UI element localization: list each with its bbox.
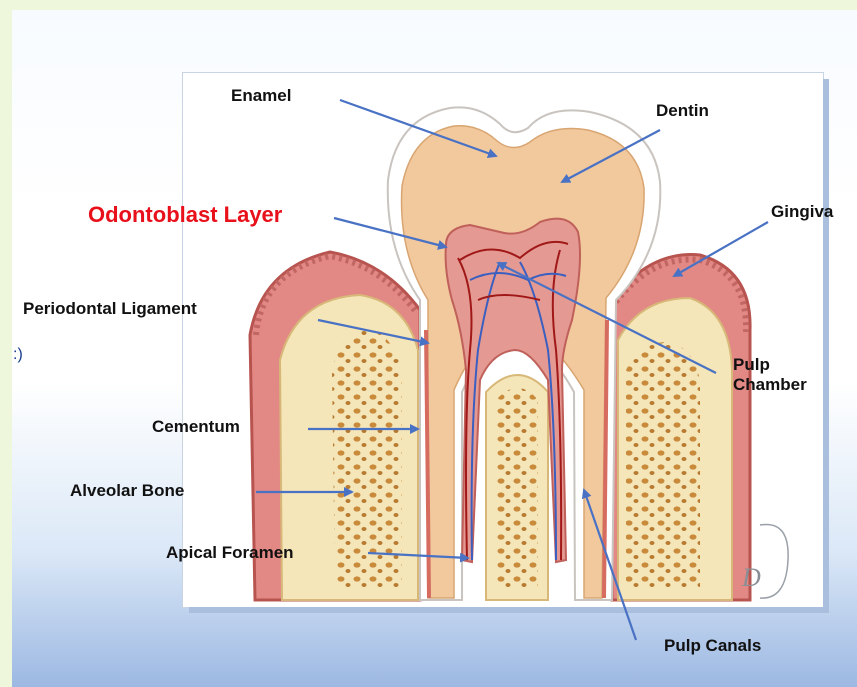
label-gingiva: Gingiva (771, 202, 833, 222)
label-cementum: Cementum (152, 417, 240, 437)
label-pulp-chamber-line1: Pulp (733, 355, 833, 375)
label-alveolar-bone: Alveolar Bone (70, 481, 184, 501)
label-dentin: Dentin (656, 101, 709, 121)
cut-off-text: :) (13, 346, 23, 364)
label-pulp-canals: Pulp Canals (664, 636, 761, 656)
interradicular-bone-spongy (496, 388, 538, 590)
alveolar-bone-right-spongy (626, 342, 700, 590)
alveolar-bone-left-spongy (332, 330, 402, 590)
label-pulp-chamber: Pulp Chamber (733, 355, 833, 395)
signature-swirl (760, 524, 788, 598)
label-apical-foramen: Apical Foramen (166, 543, 294, 563)
label-periodontal-ligament: Periodontal Ligament (23, 299, 197, 319)
label-enamel: Enamel (231, 86, 291, 106)
label-odontoblast-layer: Odontoblast Layer (88, 202, 282, 228)
label-pulp-chamber-line2: Chamber (733, 375, 833, 395)
artist-signature: D (741, 563, 761, 592)
